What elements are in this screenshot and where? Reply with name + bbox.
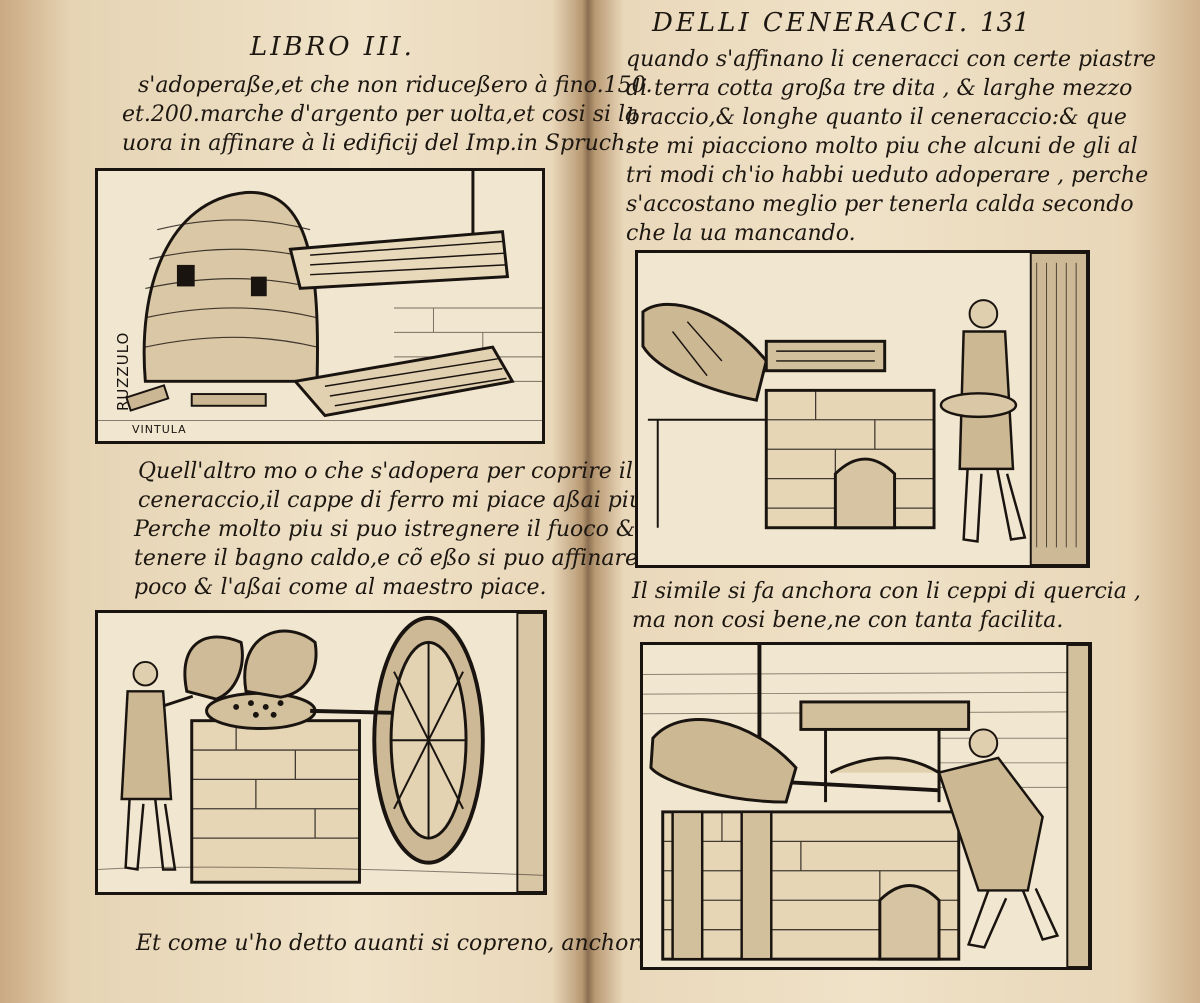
left-running-header: LIBRO III. xyxy=(250,32,415,62)
page-number: 131 xyxy=(980,8,1030,38)
left-text-line: Et come u'ho detto auanti si copreno, an… xyxy=(136,931,652,956)
left-text-line: s'adoperaße,et che non riduceßero à fino… xyxy=(138,73,653,98)
left-text-line: Quell'altro mo o che s'adopera per copri… xyxy=(138,459,633,484)
left-page: LIBRO III. s'adoperaße,et che non riduce… xyxy=(0,0,659,1003)
right-text-line: tri modi ch'io habbi ueduto adoperare , … xyxy=(626,163,1149,188)
left-text-line: ceneraccio,il cappe di ferro mi piace aß… xyxy=(138,488,644,513)
left-text-line: poco & l'aßai come al maestro piace. xyxy=(134,575,547,600)
right-text-line: di terra cotta großa tre dita , & larghe… xyxy=(626,76,1133,101)
woodcut-man-with-tray xyxy=(635,250,1090,568)
right-text-line: s'accostano meglio per tenerla calda sec… xyxy=(626,192,1134,217)
right-text-line: ma non cosi bene,ne con tanta facilita. xyxy=(632,608,1064,633)
man-with-tray-illustration xyxy=(638,253,1087,565)
woodcut-label-ruzzulo: RUZZULO xyxy=(114,331,132,411)
left-text-line: tenere il bagno caldo,e cõ eßo si puo af… xyxy=(134,546,660,571)
woodcut-furnace-wheel xyxy=(95,610,547,895)
woodcut-man-bellows xyxy=(640,642,1092,970)
right-page: DELLI CENERACCI. 131 quando s'affinano l… xyxy=(590,0,1200,1003)
woodcut-furnace-bellows: RUZZULO VINTULA xyxy=(95,168,545,444)
right-text-line: che la ua mancando. xyxy=(626,221,856,246)
woodcut-label-vintula: VINTULA xyxy=(132,423,187,436)
furnace-wheel-illustration xyxy=(98,613,544,892)
right-text-line: braccio,& longhe quanto il ceneraccio:& … xyxy=(626,105,1127,130)
man-bellows-illustration xyxy=(643,645,1089,967)
left-text-line: et.200.marche d'argento per uolta,et cos… xyxy=(122,102,639,127)
right-text-line: quando s'affinano li ceneracci con certe… xyxy=(626,47,1156,72)
furnace-bellows-illustration xyxy=(98,171,542,441)
left-text-line: Perche molto piu si puo istregnere il fu… xyxy=(134,517,636,542)
right-text-line: ste mi piacciono molto piu che alcuni de… xyxy=(626,134,1138,159)
right-text-line: Il simile si fa anchora con li ceppi di … xyxy=(632,579,1141,604)
right-running-header: DELLI CENERACCI. xyxy=(652,8,971,38)
left-text-line: uora in affinare à li edificij del Imp.i… xyxy=(122,131,633,156)
